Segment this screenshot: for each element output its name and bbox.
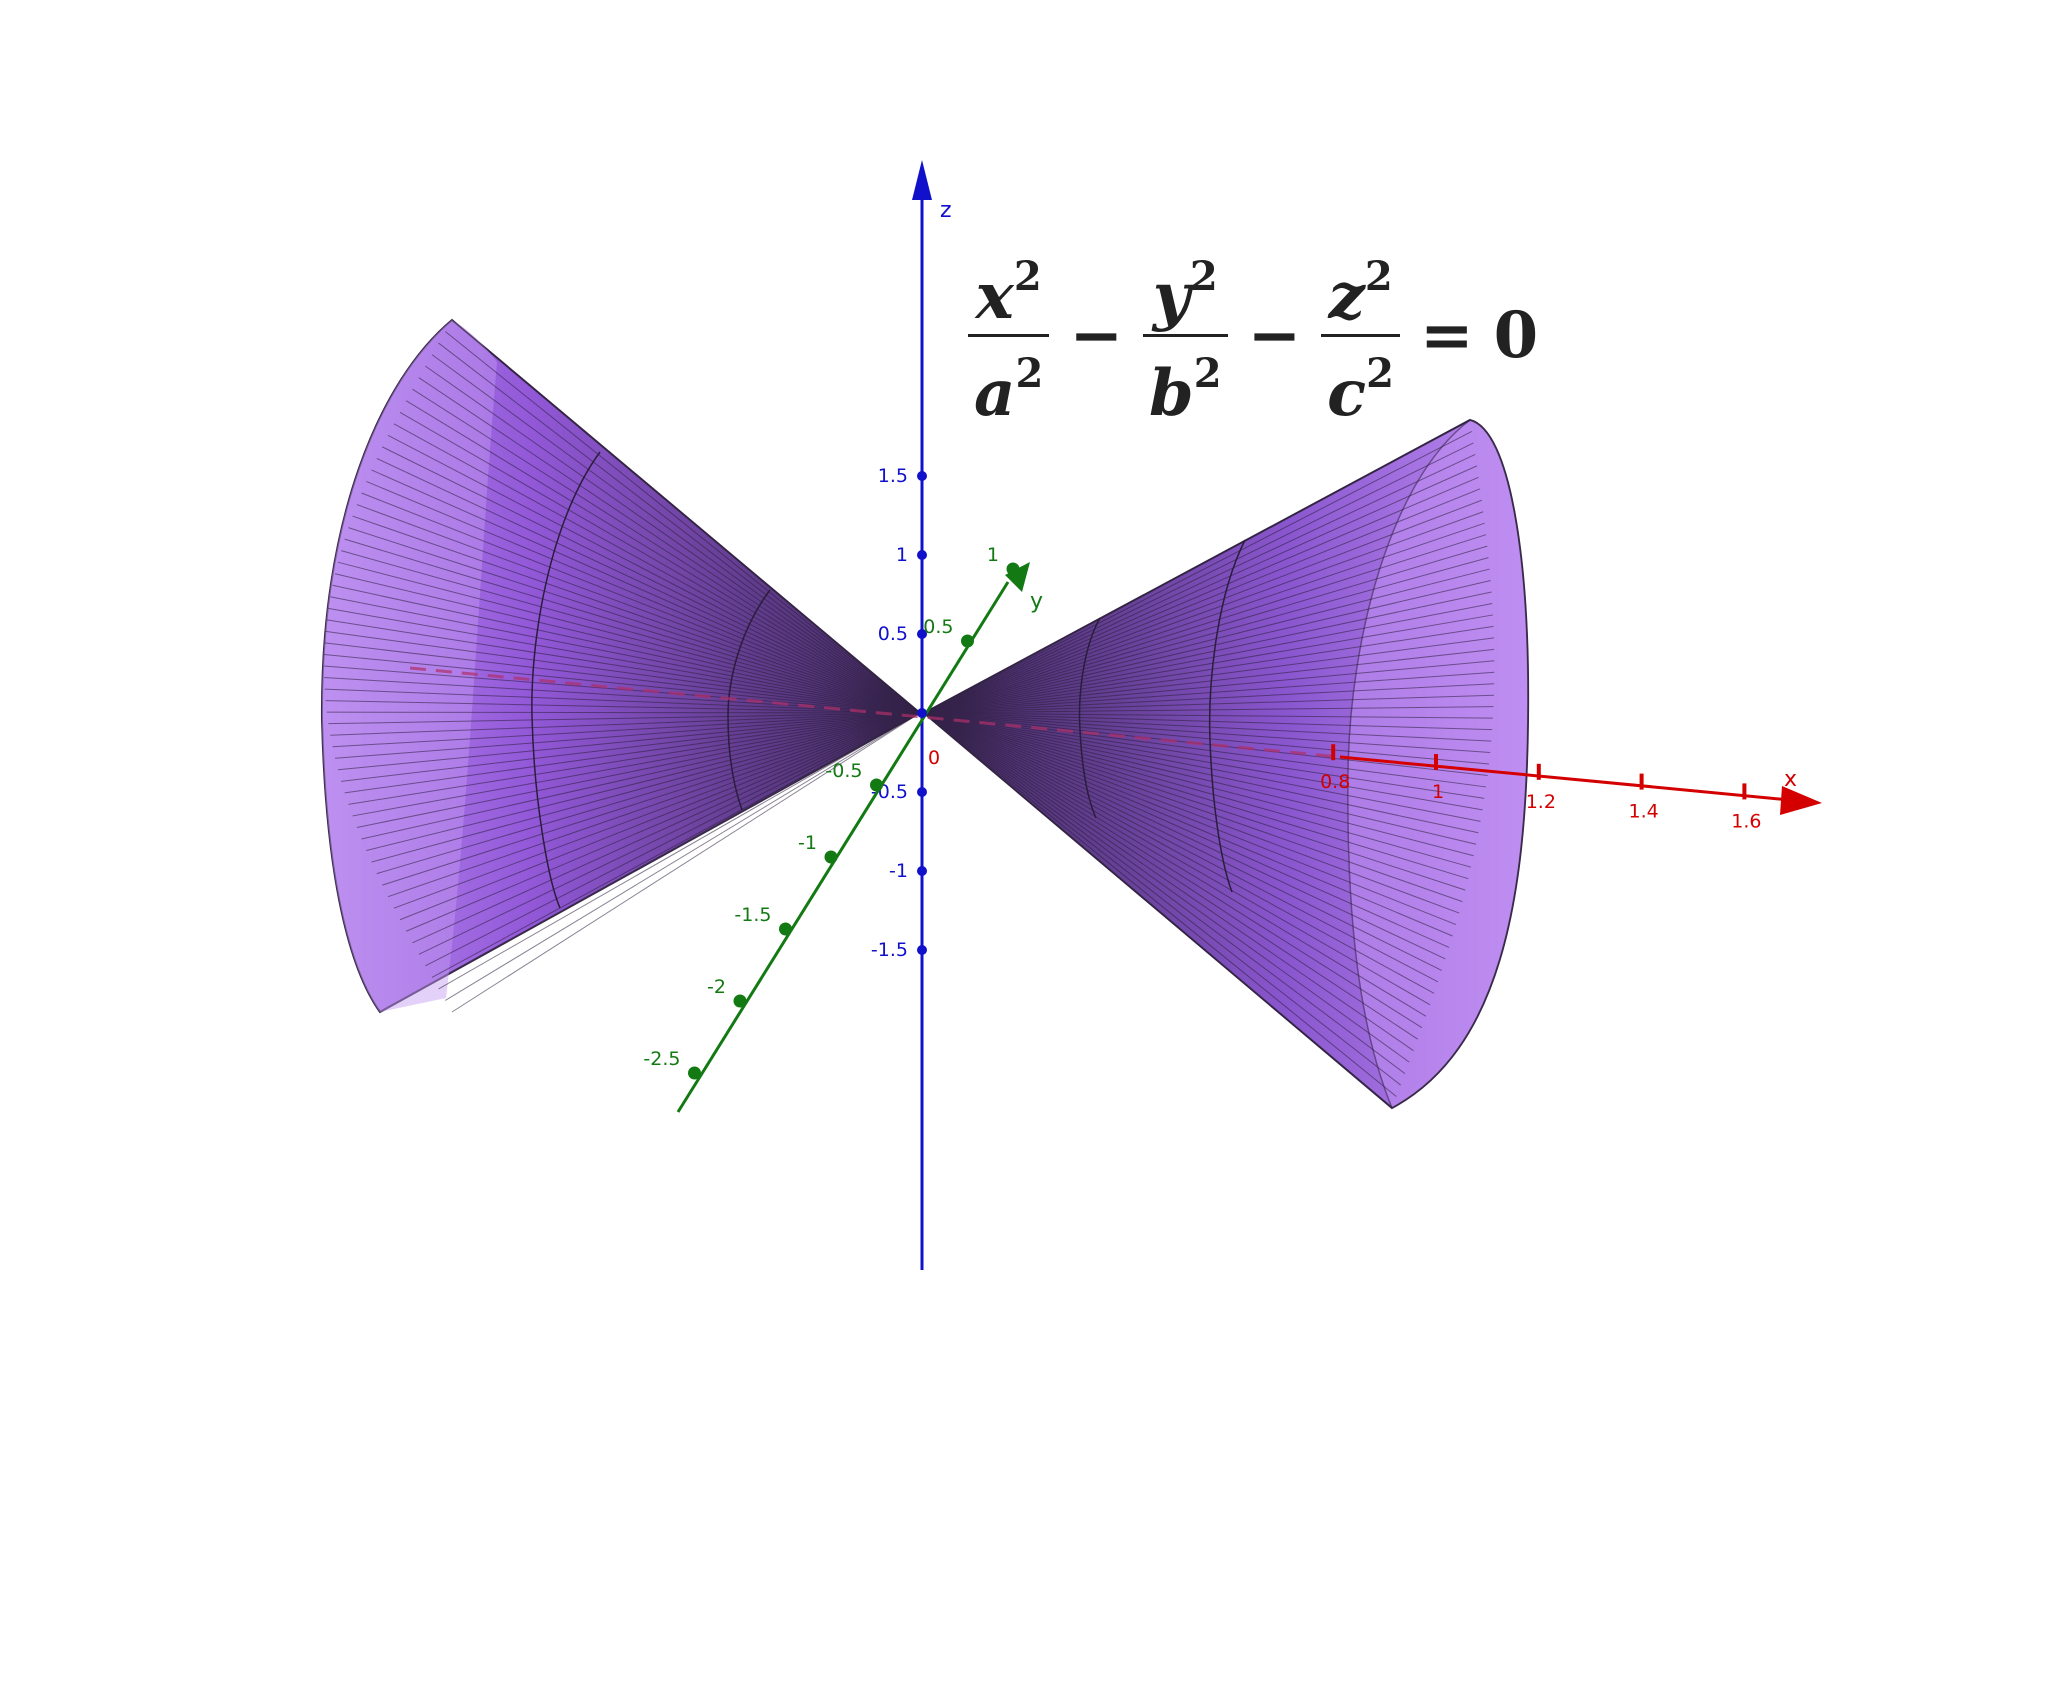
left-cross-section-1 [531, 451, 601, 909]
z-axis: z 1.510.5-0.5-1-1.5 [871, 160, 952, 1270]
z-axis-arrow [912, 160, 932, 200]
y-tick-mark [870, 778, 883, 792]
y-tick-label: -1 [798, 832, 817, 854]
origin-label: 0 [928, 747, 940, 769]
y-tick-mark [961, 634, 974, 648]
x-axis-line [1339, 755, 1791, 802]
z-tick-label: 0.5 [878, 623, 908, 645]
y-tick-mark [779, 922, 792, 936]
equals-sign: = [1419, 298, 1474, 373]
minus-sign-1: − [1069, 298, 1123, 373]
y-tick-label: 1 [987, 544, 999, 566]
y-axis-label: y [1030, 589, 1043, 614]
y-axis-arrow [1005, 562, 1030, 592]
z-tick-label: 1.5 [878, 465, 908, 487]
z-tick-mark [917, 866, 927, 876]
x-tick-label: 1.6 [1731, 810, 1761, 832]
z-tick-mark [917, 629, 927, 639]
frac-y: y2 b2 [1142, 240, 1228, 431]
right-cross-section-1 [1208, 539, 1246, 893]
right-nappe [922, 418, 1530, 1110]
x-axis: x 0.8 1 1.2 1.4 1.6 [409, 666, 1822, 832]
y-tick-mark [1006, 562, 1020, 576]
y-tick-mark [688, 1066, 701, 1080]
y-tick-label: 0.5 [923, 616, 953, 638]
frac-x: x2 a2 [968, 240, 1050, 431]
x-axis-arrow [1780, 786, 1822, 815]
y-tick-mark [824, 850, 838, 864]
right-cross-section-2 [1078, 617, 1101, 819]
y-tick-label: -2 [707, 976, 726, 998]
equation-rhs: 0 [1493, 298, 1539, 373]
z-tick-mark [917, 550, 927, 560]
z-tick-mark [917, 787, 927, 797]
z-tick-label: -1.5 [871, 939, 908, 961]
z-axis-label: z [940, 198, 952, 223]
x-axis-label: x [1784, 767, 1797, 792]
x-tick-label: 0.8 [1320, 771, 1350, 793]
y-tick-label: -2.5 [643, 1048, 680, 1070]
y-axis-line [676, 581, 1010, 1113]
left-nappe [320, 318, 922, 1014]
minus-sign-2: − [1247, 298, 1302, 373]
y-tick-label: -1.5 [734, 904, 771, 926]
z-tick-label: -1 [889, 860, 908, 882]
left-cross-section-2 [727, 589, 771, 811]
z-tick-mark [917, 471, 927, 481]
z-tick-label: 1 [896, 544, 908, 566]
z-tick-mark [917, 945, 927, 955]
x-tick-label: 1.2 [1526, 791, 1556, 813]
origin-point [917, 708, 927, 718]
cone-equation: x2 a2 − y2 b2 − z2 c2 = 0 [968, 240, 1538, 431]
x-tick-label: 1 [1432, 781, 1444, 803]
frac-z: z2 c2 [1321, 240, 1400, 431]
y-tick-label: -0.5 [825, 760, 862, 782]
x-tick-label: 1.4 [1628, 801, 1658, 823]
y-axis: y -2.5 -2 -1.5 -1 -0.5 0.5 1 [643, 544, 1043, 1113]
y-tick-mark [733, 994, 747, 1008]
